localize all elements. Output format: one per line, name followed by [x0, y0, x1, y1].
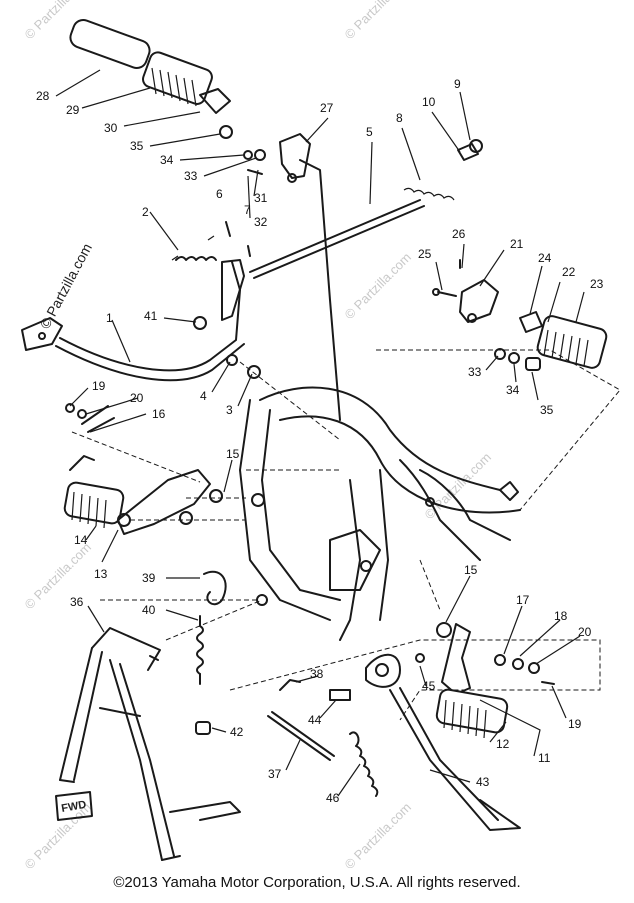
- callout: 11: [538, 751, 551, 765]
- callout: 20: [130, 391, 144, 405]
- callout: 32: [254, 215, 268, 229]
- callout: 18: [554, 609, 568, 623]
- bolt-44: [329, 689, 351, 701]
- spring-40: [196, 625, 204, 675]
- callout: 36: [70, 595, 84, 609]
- callout: 26: [452, 227, 466, 241]
- frame: [239, 159, 521, 641]
- callout: 16: [152, 407, 166, 421]
- brake-pedal: [21, 259, 261, 382]
- callout: 12: [496, 737, 510, 751]
- pin-6: [225, 221, 231, 237]
- shaft-37: [267, 715, 331, 761]
- callout: 2: [142, 205, 149, 219]
- callout: 35: [130, 139, 144, 153]
- sidestand: [365, 622, 555, 831]
- callout: 41: [144, 309, 158, 323]
- callouts: 28 29 30 35 34 33 27 9 10 8 5 6 7 31 32 …: [36, 77, 604, 805]
- hook-39: [203, 570, 227, 606]
- copyright-notice: ©2013 Yamaha Motor Corporation, U.S.A. A…: [113, 874, 521, 891]
- callout: 27: [320, 101, 334, 115]
- callout: 44: [308, 713, 322, 727]
- leader-lines: [55, 69, 585, 797]
- callout: 5: [366, 125, 373, 139]
- callout: 6: [216, 187, 223, 201]
- callout: 17: [516, 593, 530, 607]
- pin-7: [247, 245, 251, 257]
- callout: 33: [184, 169, 198, 183]
- callout: 20: [578, 625, 592, 639]
- rear-footrest-left: [69, 18, 311, 183]
- nut-42: [195, 721, 211, 735]
- callout: 22: [562, 265, 576, 279]
- callout: 13: [94, 567, 108, 581]
- callout: 35: [540, 403, 554, 417]
- spring-46: [349, 731, 379, 797]
- main-stand: [59, 627, 241, 861]
- callout: 34: [506, 383, 520, 397]
- front-footrest-left: [63, 403, 223, 535]
- shift-rod: [249, 139, 483, 279]
- callout: 19: [568, 717, 582, 731]
- callout: 30: [104, 121, 118, 135]
- callout: 29: [66, 103, 80, 117]
- guide-lines: [71, 349, 621, 721]
- callout: 21: [510, 237, 524, 251]
- fwd-label: FWD: [60, 799, 87, 815]
- callout: 38: [310, 667, 324, 681]
- callout: 34: [160, 153, 174, 167]
- watermark: © Partzilla.com: [342, 800, 415, 873]
- callout: 7: [244, 203, 251, 217]
- rear-footrest-right: [432, 259, 608, 371]
- watermark: © Partzilla.com: [342, 0, 415, 42]
- callout: 33: [468, 365, 482, 379]
- callout: 4: [200, 389, 207, 403]
- callout: 10: [422, 95, 436, 109]
- callout: 40: [142, 603, 156, 617]
- callout: 1: [106, 311, 113, 325]
- callout: 15: [226, 447, 240, 461]
- spring-2: [175, 256, 217, 261]
- watermark: © Partzilla.com: [342, 250, 415, 323]
- callout: 3: [226, 403, 233, 417]
- callout: 8: [396, 111, 403, 125]
- callout: 19: [92, 379, 106, 393]
- callout: 24: [538, 251, 552, 265]
- callout: 43: [476, 775, 490, 789]
- callout: 23: [590, 277, 604, 291]
- callout: 28: [36, 89, 50, 103]
- watermark-vertical: © Partzilla.com: [37, 241, 95, 332]
- callout: 42: [230, 725, 244, 739]
- callout: 45: [422, 679, 436, 693]
- fwd-arrow: [55, 791, 93, 821]
- callout: 9: [454, 77, 461, 91]
- callout: 37: [268, 767, 282, 781]
- callout: 39: [142, 571, 156, 585]
- watermark-layer: © Partzilla.com © Partzilla.com © Partzi…: [22, 0, 495, 872]
- callout: 14: [74, 533, 88, 547]
- callout: 31: [254, 191, 268, 205]
- callout: 15: [464, 563, 478, 577]
- callout: 25: [418, 247, 432, 261]
- callout: 46: [326, 791, 340, 805]
